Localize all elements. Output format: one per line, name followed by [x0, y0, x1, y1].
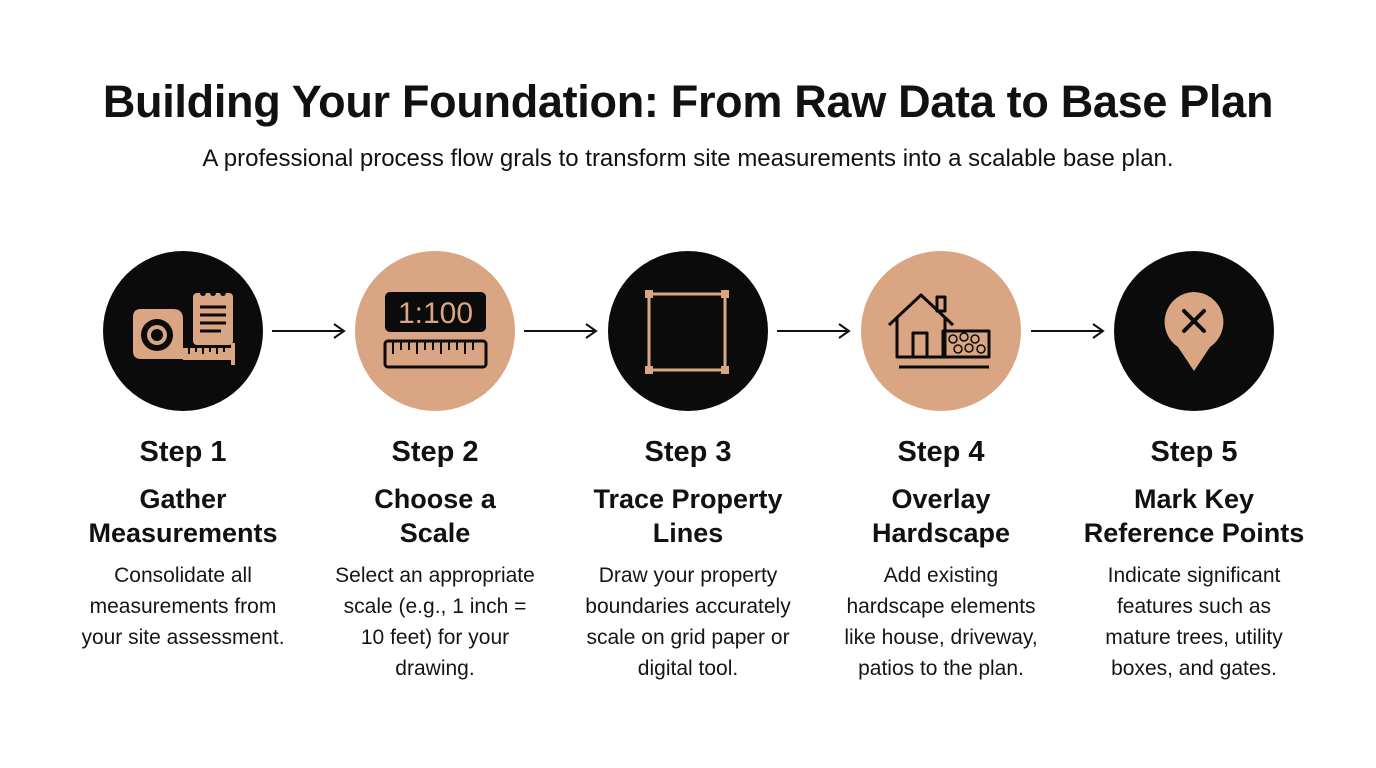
- step-desc-line: hardscape elements: [846, 595, 1036, 618]
- step-desc-line: digital tool.: [637, 657, 739, 680]
- flow-arrow-4: [1031, 321, 1107, 341]
- step-3-circle: [608, 251, 768, 411]
- step-1-circle: [103, 251, 263, 411]
- step-desc-line: measurements from: [89, 595, 277, 618]
- step-desc-line: like house, driveway,: [844, 626, 1038, 649]
- step-desc-line: scale (e.g., 1 inch =: [343, 595, 527, 618]
- step-number: Step 3: [644, 436, 732, 468]
- property-boundary-icon: [645, 290, 729, 374]
- step-2-text: Step 2 Choose a Scale Select an appropria…: [310, 432, 560, 684]
- step-desc-line: boxes, and gates.: [1111, 657, 1277, 680]
- step-desc-line: your site assessment.: [81, 626, 285, 649]
- step-description: Consolidate all measurements from your sit…: [58, 560, 308, 653]
- step-title-line: Mark Key: [1133, 484, 1255, 514]
- step-desc-line: scale on grid paper or: [586, 626, 790, 649]
- step-number: Step 4: [897, 436, 985, 468]
- step-title-line: Scale: [399, 518, 471, 548]
- step-description: Indicate significant features such as matu…: [1069, 560, 1319, 684]
- step-title-line: Choose a: [374, 484, 496, 514]
- step-desc-line: mature trees, utility: [1105, 626, 1283, 649]
- step-title: Choose a Scale: [310, 482, 560, 550]
- step-2-circle: 1:100: [355, 251, 515, 411]
- step-description: Select an appropriate scale (e.g., 1 inch…: [310, 560, 560, 684]
- step-desc-line: features such as: [1116, 595, 1272, 618]
- step-desc-line: Add existing: [883, 564, 999, 587]
- step-title-line: Measurements: [88, 518, 278, 548]
- flow-arrow-2: [524, 321, 600, 341]
- page-title: Building Your Foundation: From Raw Data …: [102, 76, 1274, 127]
- step-title-line: Trace Property: [593, 484, 783, 514]
- step-desc-line: Select an appropriate: [335, 564, 535, 587]
- page-subtitle: A professional process flow grals to tra…: [202, 145, 1174, 172]
- step-number: Step 1: [139, 436, 227, 468]
- step-title-line: Lines: [652, 518, 724, 548]
- flow-arrow-3: [777, 321, 853, 341]
- step-number: Step 2: [391, 436, 479, 468]
- scale-ruler-icon: 1:100: [383, 292, 488, 369]
- step-title-line: Overlay: [891, 484, 991, 514]
- map-pin-x-icon: [1164, 292, 1224, 371]
- step-description: Draw your property boundaries accurately s…: [563, 560, 813, 684]
- step-desc-line: Indicate significant: [1107, 564, 1281, 587]
- flow-arrow-1: [272, 321, 348, 341]
- step-5-circle: [1114, 251, 1274, 411]
- step-desc-line: patios to the plan.: [858, 657, 1024, 680]
- house-driveway-icon: [887, 293, 991, 369]
- step-desc-line: Draw your property: [598, 564, 778, 587]
- step-number: Step 5: [1150, 436, 1238, 468]
- step-title-line: Hardscape: [871, 518, 1011, 548]
- tape-measure-notepad-icon: [133, 290, 235, 365]
- step-description: Add existing hardscape elements like house…: [816, 560, 1066, 684]
- step-desc-line: 10 feet) for your: [360, 626, 510, 649]
- scale-ratio-text: 1:100: [398, 297, 473, 330]
- step-title-line: Reference Points: [1083, 518, 1305, 548]
- step-desc-line: Consolidate all: [114, 564, 252, 587]
- step-desc-line: boundaries accurately: [585, 595, 791, 618]
- step-title-line: Gather: [139, 484, 227, 514]
- step-desc-line: drawing.: [395, 657, 475, 680]
- step-4-circle: [861, 251, 1021, 411]
